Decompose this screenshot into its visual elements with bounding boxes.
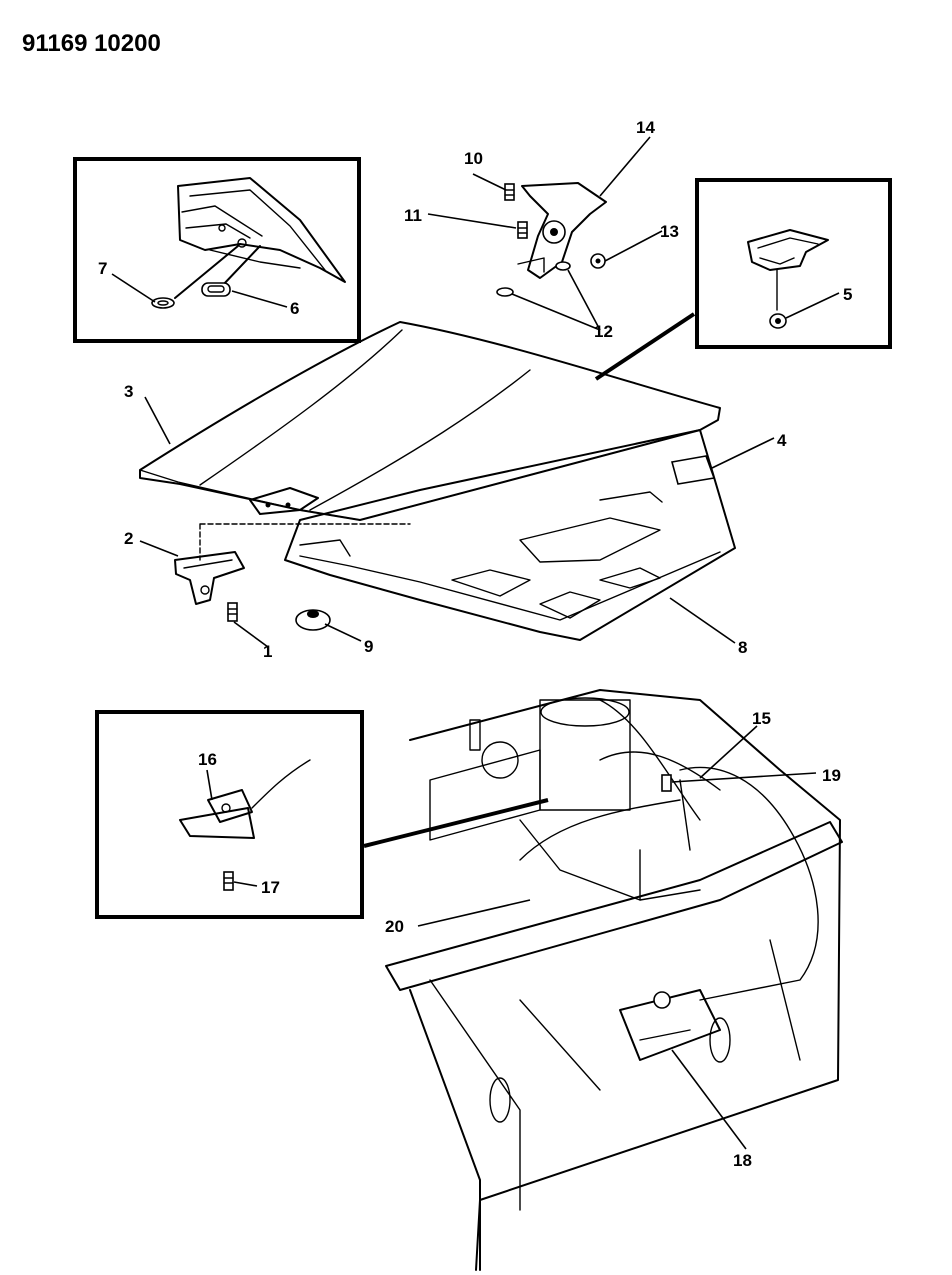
inset-bumper: [695, 178, 892, 349]
hood-panel: [139, 321, 721, 521]
nut-13: [590, 253, 606, 269]
screw-17: [223, 871, 234, 891]
inset-grommets: [73, 157, 361, 343]
bolt-10: [504, 183, 515, 201]
callout-13: 13: [660, 222, 679, 241]
callout-16: 16: [198, 750, 217, 769]
pad-4: [670, 455, 716, 485]
callout-12: 12: [594, 322, 613, 341]
engine-compartment: [385, 689, 843, 1271]
callout-11: 11: [404, 206, 422, 225]
screw-1: [227, 602, 238, 622]
bumper-5: [769, 313, 787, 329]
hood-latch-striker: [249, 487, 319, 515]
inset-release-handle: [95, 710, 364, 919]
nut-12: [496, 261, 571, 297]
callout-15: 15: [752, 709, 771, 728]
callout-4: 4: [777, 431, 787, 450]
hood-hinge: [517, 182, 607, 279]
callout-19: 19: [822, 766, 841, 785]
callout-3: 3: [124, 382, 133, 401]
diagram-code: 91169 10200: [22, 30, 161, 57]
hood-inner-panel: [284, 429, 736, 641]
callout-5: 5: [843, 285, 852, 304]
cable-15: [679, 766, 819, 1001]
callout-20: 20: [385, 917, 404, 936]
callout-10: 10: [464, 149, 483, 168]
grommet-6: [201, 282, 231, 297]
leader-lines: [111, 136, 840, 1150]
bumper-9: [295, 609, 331, 631]
callout-2: 2: [124, 529, 133, 548]
callout-18: 18: [733, 1151, 752, 1170]
latch-2: [174, 551, 245, 605]
bolt-11: [517, 221, 528, 239]
callout-7: 7: [98, 259, 107, 278]
callout-9: 9: [364, 637, 373, 656]
release-handle-16: [179, 789, 255, 839]
bumper-19: [661, 774, 672, 792]
callout-8: 8: [738, 638, 747, 657]
callout-1: 1: [263, 642, 272, 661]
callout-6: 6: [290, 299, 299, 318]
support-20: [519, 819, 641, 901]
callout-17: 17: [261, 878, 280, 897]
grommet-7: [151, 297, 175, 309]
callout-14: 14: [636, 118, 655, 137]
latch-18: [619, 989, 721, 1061]
